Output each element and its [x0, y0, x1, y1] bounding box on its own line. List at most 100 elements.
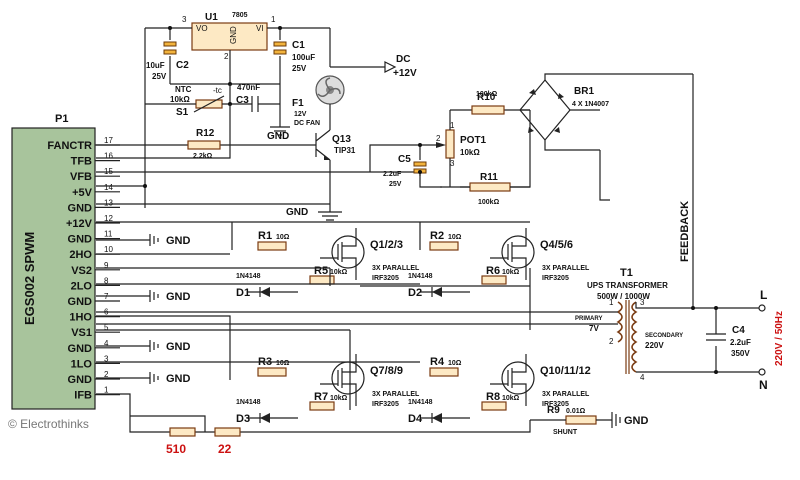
t1-primary: PRIMARY	[575, 316, 602, 322]
c3-value: 470nF	[237, 83, 260, 92]
pin-number: 3	[104, 354, 109, 363]
pin-label: GND	[68, 234, 93, 246]
br1-part: 4 X 1N4007	[572, 101, 609, 108]
r11-ref: R11	[480, 172, 498, 183]
t1-desc: UPS TRANSFORMER	[587, 281, 668, 290]
shunt-label: SHUNT	[553, 429, 578, 436]
r8	[481, 401, 507, 411]
u1-vo: VO	[196, 24, 208, 33]
gnd-label-1: GND	[166, 235, 191, 247]
r5-value: 10kΩ	[330, 269, 348, 276]
fan-voltage: 12V	[294, 111, 307, 118]
q789-config: 3X PARALLEL	[372, 391, 420, 398]
d2-part: 1N4148	[408, 273, 433, 280]
pin-label: VS2	[71, 265, 92, 277]
c4-ref: C4	[732, 325, 745, 336]
ntc-ref: S1	[176, 107, 189, 118]
gnd-label-4: GND	[166, 373, 191, 385]
egs002-module	[11, 127, 96, 410]
resistor-22	[214, 427, 241, 437]
q13-part: TIP31	[334, 146, 356, 155]
q456-ref: Q4/5/6	[540, 239, 573, 251]
pin-number: 17	[104, 136, 113, 145]
d2-ref: D2	[408, 287, 422, 299]
c4-value: 2.2uF	[730, 338, 751, 347]
c5-value: 2.2uF	[383, 171, 402, 178]
r7-value: 10kΩ	[330, 395, 348, 402]
r7-ref: R7	[314, 391, 328, 403]
q789-ref: Q7/8/9	[370, 365, 403, 377]
r2-value: 10Ω	[448, 234, 462, 241]
mosfet-symbol	[501, 235, 535, 269]
t1-pin2: 2	[609, 337, 614, 346]
pot1-pin1: 1	[450, 121, 455, 130]
resistor-510	[169, 427, 196, 437]
r4-ref: R4	[430, 356, 445, 368]
q13-ref: Q13	[332, 134, 351, 145]
r10-ref: R10	[477, 92, 496, 103]
q456-part: IRF3205	[542, 275, 569, 282]
pin-label: VFB	[70, 171, 92, 183]
dc-label: DC	[396, 54, 410, 65]
pin-number: 1	[104, 386, 109, 395]
r9-shunt	[565, 415, 597, 425]
r9-value: 0.01Ω	[566, 408, 586, 415]
pin-number: 5	[104, 323, 109, 332]
r9-ref: R9	[547, 405, 560, 416]
r11-value: 100kΩ	[478, 199, 500, 206]
gnd-label-2: GND	[166, 291, 191, 303]
resistor-510-label: 510	[166, 442, 186, 456]
r4	[429, 367, 459, 377]
pin-number: 16	[104, 152, 113, 161]
neutral-label: N	[759, 378, 768, 392]
q101112-ref: Q10/11/12	[540, 365, 591, 377]
t1-secondary: SECONDARY	[645, 333, 683, 339]
u1-pin3: 3	[182, 15, 187, 24]
pot1-pin2: 2	[436, 134, 441, 143]
neutral-terminal	[758, 368, 766, 376]
r4-value: 10Ω	[448, 360, 462, 367]
c1-value: 100uF	[292, 53, 315, 62]
pot1	[445, 129, 455, 159]
dc-value: +12V	[393, 68, 417, 79]
t1-primary-v: 7V	[589, 324, 599, 333]
pin-label: GND	[68, 296, 93, 308]
pot1-pin3: 3	[450, 159, 455, 168]
dc-supply-arrow	[384, 61, 397, 73]
line-terminal	[758, 304, 766, 312]
watermark: © Electrothinks	[8, 417, 89, 431]
d3-ref: D3	[236, 413, 250, 425]
c5-ref: C5	[398, 154, 411, 165]
ac-spec: 220V / 50Hz	[774, 311, 785, 366]
r2	[429, 241, 459, 251]
u1-pin2: 2	[224, 52, 229, 61]
c1-voltage: 25V	[292, 64, 307, 73]
pin-label: 2HO	[69, 249, 92, 261]
ntc-type: NTC	[175, 85, 192, 94]
u1-ref: U1	[205, 12, 218, 23]
pin-number: 12	[104, 214, 113, 223]
transformer-secondary	[631, 301, 638, 373]
c2-value: 10uF	[146, 61, 165, 70]
connector-pin: +12V 12	[66, 214, 120, 230]
c5-voltage: 25V	[389, 181, 402, 188]
r10-value: 100kΩ	[476, 91, 498, 98]
pin-number: 8	[104, 276, 109, 285]
q456-config: 3X PARALLEL	[542, 265, 590, 272]
fan-ref: F1	[292, 98, 304, 109]
pin-label: +12V	[66, 218, 93, 230]
p1-ref: P1	[55, 113, 68, 125]
ntc-value: 10kΩ	[170, 95, 190, 104]
d1-ref: D1	[236, 287, 250, 299]
q123-ref: Q1/2/3	[370, 239, 403, 251]
